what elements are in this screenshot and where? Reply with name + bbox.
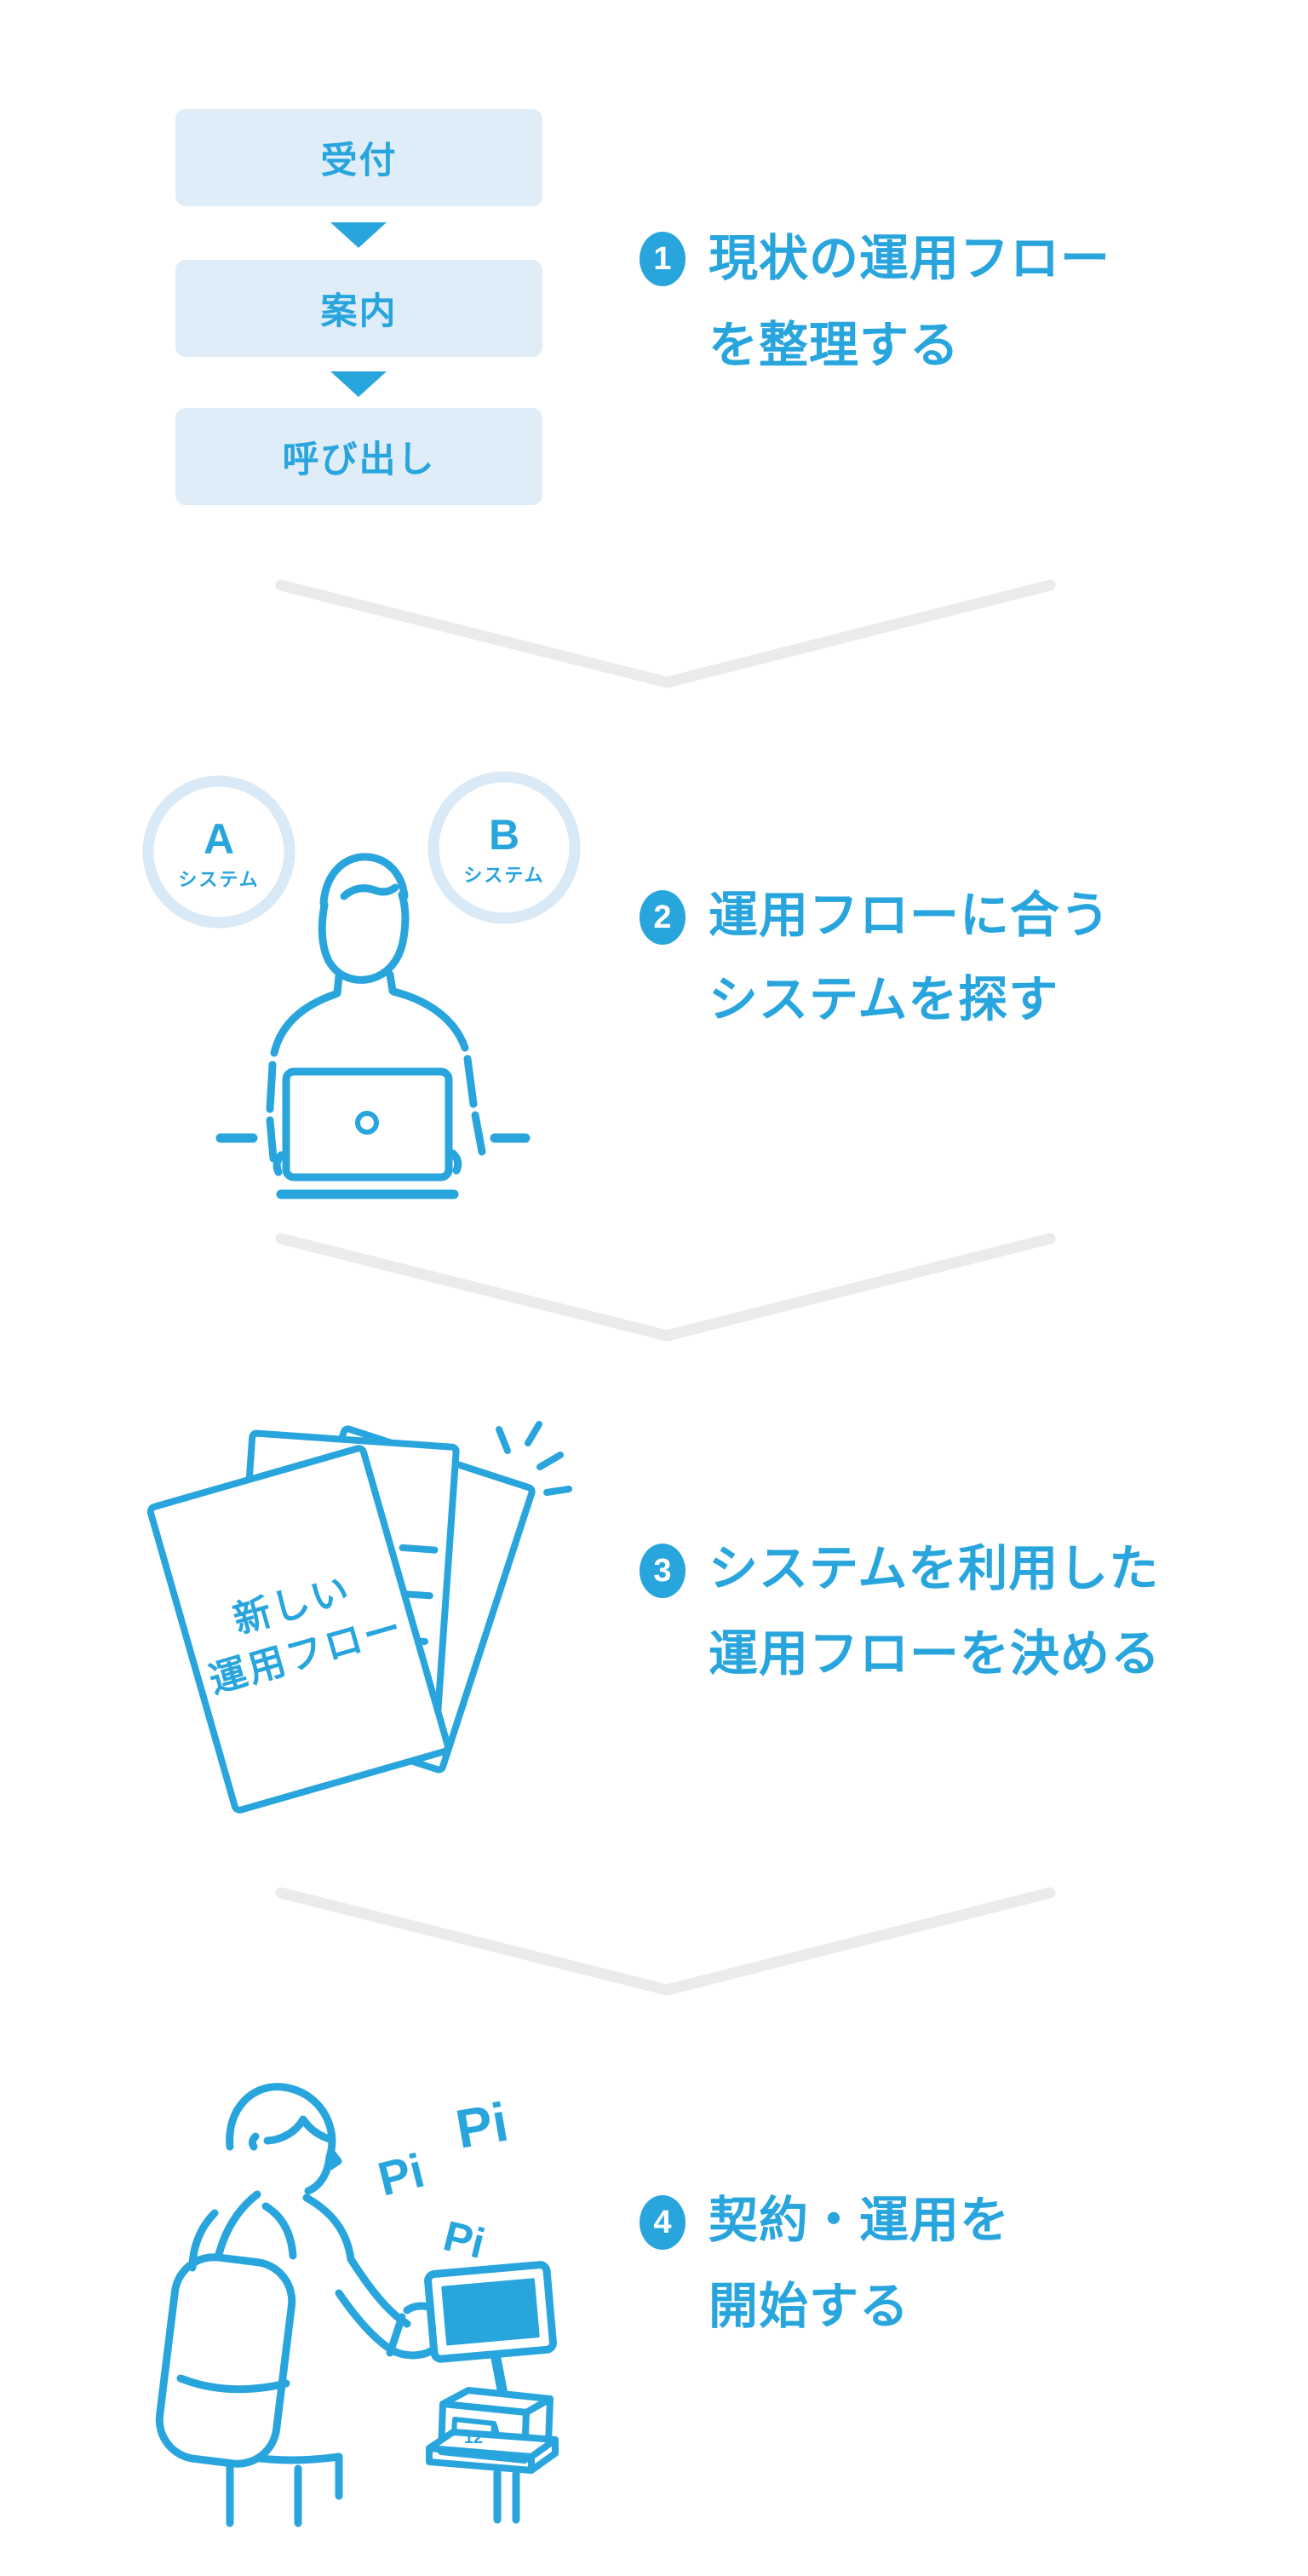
step-2-line-2: システムを探す: [708, 972, 1059, 1027]
documents-illustration: 新しい 運用フロー: [146, 1421, 572, 1814]
arrow-down-icon: [330, 371, 387, 397]
step-2-number-badge: 2: [640, 890, 686, 945]
document-front: 新しい 運用フロー: [146, 1445, 451, 1814]
person-figure: [155, 2083, 471, 2527]
kiosk-terminal: [424, 2261, 559, 2524]
step-4-number-badge: 4: [640, 2195, 686, 2250]
step-4-line-2: 開始する: [708, 2279, 910, 2334]
step-4-line-1: 契約・運用を: [708, 2193, 1011, 2248]
pi-sound-3: Pi: [439, 2211, 489, 2268]
system-circle-b: B システム: [427, 771, 581, 924]
step-1-line-1: 現状の運用フロー: [708, 231, 1111, 286]
chevron-separator-icon: [275, 579, 1056, 688]
sparkle-icon: [496, 1421, 572, 1496]
step-2-line-1: 運用フローに合う: [708, 888, 1111, 943]
system-b-label: システム: [463, 865, 544, 886]
flow-box-label: 案内: [320, 291, 398, 332]
chevron-separator-icon: [275, 1887, 1056, 1996]
pi-sound-1: Pi: [373, 2143, 430, 2206]
backpack: [155, 2202, 297, 2468]
step-3-line-2: 運用フローを決める: [708, 1626, 1162, 1682]
kiosk-illustration: Pi Pi Pi: [155, 2083, 559, 2527]
flow-box-label: 受付: [320, 141, 398, 181]
step-1-number-badge: 1: [640, 232, 686, 286]
arrow-down-icon: [330, 222, 387, 248]
system-b-letter: B: [489, 811, 519, 859]
ticket-number: 12: [464, 2429, 483, 2447]
step-3-line-1: システムを利用した: [708, 1541, 1160, 1596]
flow-box-reception: 受付: [175, 109, 542, 206]
flow-box-calling: 呼び出し: [175, 408, 542, 505]
kiosk-base: [426, 2429, 559, 2474]
pi-sound-text: Pi Pi Pi: [373, 2090, 513, 2268]
person-figure: [215, 853, 531, 1199]
kiosk-screen: [441, 2278, 540, 2346]
system-circle-a: A システム: [142, 775, 295, 929]
flow-box-guidance: 案内: [175, 260, 542, 357]
step-1-line-2: を整理する: [708, 318, 961, 373]
flow-box-label: 呼び出し: [282, 440, 436, 480]
pi-sound-2: Pi: [451, 2090, 513, 2159]
person-at-laptop-illustration: A システム B システム: [142, 771, 581, 1199]
system-a-label: システム: [178, 869, 259, 890]
system-a-letter: A: [204, 815, 234, 863]
chevron-separator-icon: [275, 1233, 1056, 1342]
step-3-number-badge: 3: [640, 1544, 686, 1598]
